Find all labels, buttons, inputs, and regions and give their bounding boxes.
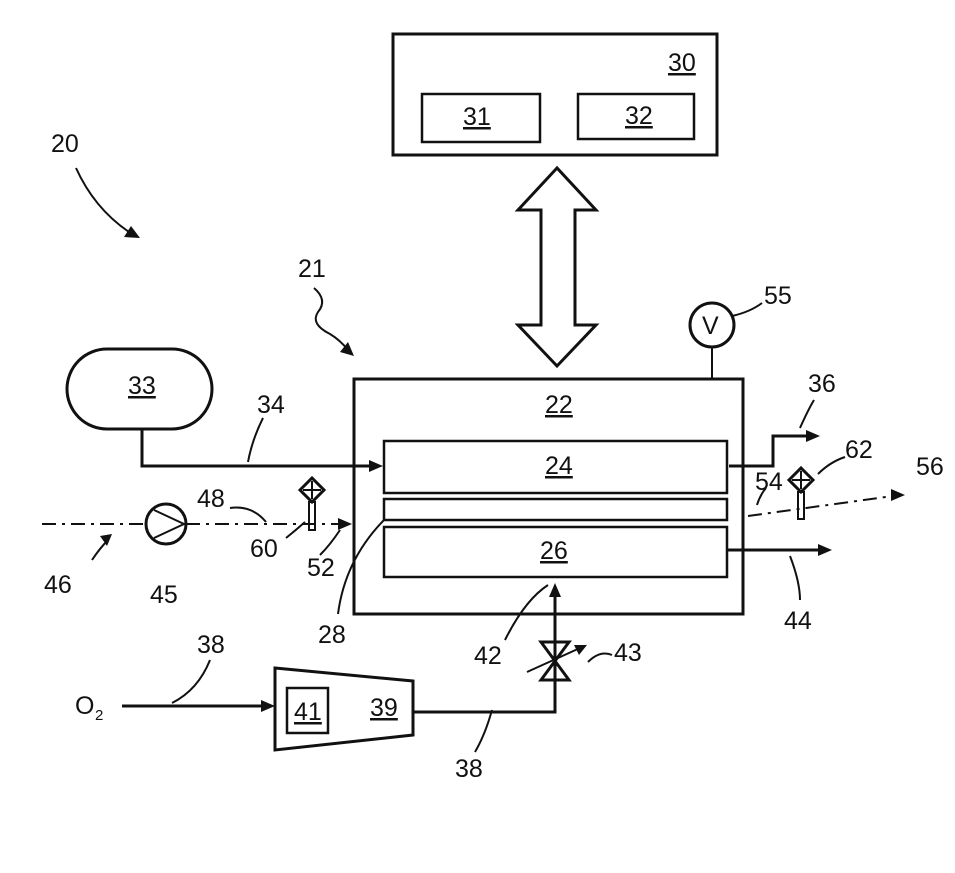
communication-double-arrow	[518, 168, 596, 366]
label-34: 34	[257, 391, 285, 419]
hydrogen-line-34	[142, 429, 372, 466]
label-24: 24	[545, 452, 573, 480]
pump-45	[146, 504, 186, 544]
anode-exhaust-arrowhead	[806, 430, 820, 442]
pointer-52	[320, 530, 340, 555]
label-O2-subscript: 2	[95, 707, 103, 724]
sensor-62-stem	[798, 492, 804, 519]
label-39: 39	[370, 694, 398, 722]
coolant-inlet-arrowhead	[338, 518, 352, 530]
pointer-46-arrowhead	[100, 534, 112, 546]
label-31: 31	[463, 103, 491, 131]
label-44: 44	[784, 607, 812, 635]
label-52: 52	[307, 554, 335, 582]
voltmeter-V: V	[702, 312, 719, 340]
pointer-55	[732, 303, 762, 316]
pointer-21	[314, 288, 348, 350]
label-28: 28	[318, 621, 346, 649]
label-56: 56	[916, 453, 944, 481]
label-38-top: 38	[197, 631, 225, 659]
pump-45-triangle	[154, 510, 184, 538]
pointer-38-top	[172, 660, 210, 703]
membrane-28	[384, 499, 727, 520]
label-55: 55	[764, 282, 792, 310]
label-62: 62	[845, 436, 873, 464]
label-43: 43	[614, 639, 642, 667]
pointer-44	[790, 556, 800, 600]
label-38-bottom: 38	[455, 755, 483, 783]
label-36: 36	[808, 370, 836, 398]
label-41: 41	[294, 698, 322, 726]
label-21: 21	[298, 255, 326, 283]
label-33: 33	[128, 372, 156, 400]
label-45: 45	[150, 581, 178, 609]
sensor-60-stem	[309, 502, 315, 530]
label-26: 26	[540, 537, 568, 565]
label-42: 42	[474, 642, 502, 670]
pointer-20-arrowhead	[124, 226, 140, 238]
pointer-36	[800, 400, 814, 428]
label-O: O	[75, 692, 94, 720]
label-54: 54	[755, 468, 783, 496]
pointer-34	[248, 418, 263, 462]
pointer-48	[230, 508, 266, 522]
label-60: 60	[250, 535, 278, 563]
pointer-43	[588, 654, 612, 662]
label-22: 22	[545, 391, 573, 419]
pointer-62	[818, 457, 845, 474]
oxygen-line-arrowhead	[261, 700, 275, 712]
pointer-20	[76, 168, 132, 234]
label-32: 32	[625, 102, 653, 130]
label-46: 46	[44, 571, 72, 599]
pointer-38-bottom	[475, 710, 492, 752]
label-30: 30	[668, 49, 696, 77]
label-48: 48	[197, 485, 225, 513]
coolant-line-out	[748, 496, 893, 516]
cathode-exhaust-arrowhead	[818, 544, 832, 556]
label-20: 20	[51, 130, 79, 158]
coolant-outlet-arrowhead	[891, 489, 905, 501]
